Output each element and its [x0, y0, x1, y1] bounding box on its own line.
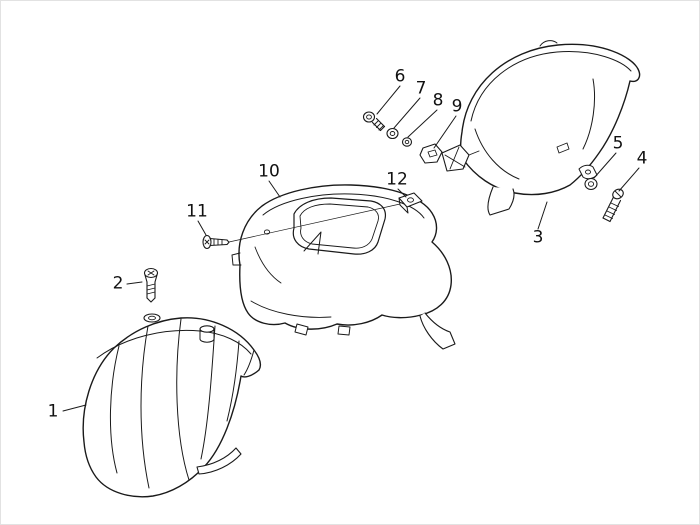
callout-3: 3	[532, 227, 544, 248]
washer-7-drawing	[386, 127, 399, 140]
screw-11-drawing	[202, 203, 401, 250]
bolt-6-drawing	[362, 111, 386, 132]
screw-4-drawing	[602, 188, 624, 223]
front-mudguard-drawing	[82, 313, 262, 498]
washer-8-drawing	[401, 137, 413, 147]
callout-12: 12	[386, 169, 408, 190]
callout-8: 8	[432, 90, 444, 111]
callout-4: 4	[636, 148, 648, 169]
central-cover-drawing	[231, 184, 456, 350]
rear-housing-drawing	[441, 40, 641, 216]
washer-5-drawing	[584, 177, 598, 191]
callout-10: 10	[258, 161, 280, 182]
callout-2: 2	[112, 273, 124, 294]
callout-1: 1	[47, 401, 59, 422]
callout-11: 11	[186, 201, 208, 222]
screw-2-drawing	[143, 267, 159, 303]
clip-12-drawing	[398, 192, 423, 214]
clip-9-drawing	[419, 143, 443, 164]
callout-6: 6	[394, 66, 406, 87]
callout-7: 7	[415, 78, 427, 99]
callout-5: 5	[612, 133, 624, 154]
callout-9: 9	[451, 96, 463, 117]
leader-lines	[62, 85, 640, 412]
